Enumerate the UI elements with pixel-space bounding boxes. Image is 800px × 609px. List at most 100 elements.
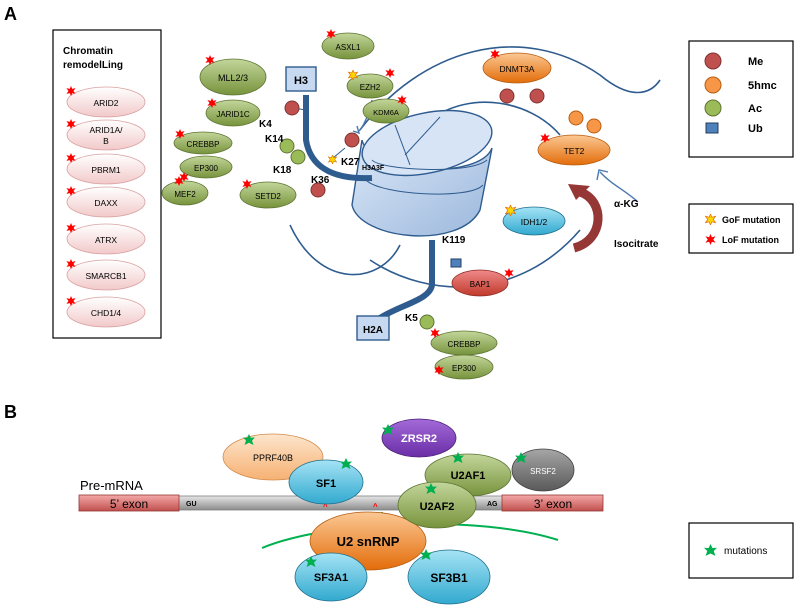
enzyme-crebbp: CREBBP [173, 129, 233, 155]
chromatin-item-smarcb1: SMARCB1 [66, 259, 146, 291]
chromatin-item-label: B [103, 136, 109, 146]
enzyme-ep300-h2a: EP300 [434, 354, 494, 380]
chromatin-remodelling-box: Chromatin remodelLing ARID2 ARID1A/ B PB… [52, 29, 162, 339]
factor-label: SF3A1 [314, 572, 348, 584]
enzyme-asxl1: ASXL1 [321, 29, 375, 60]
h3-tail: H3 [285, 66, 373, 182]
site-k14: K14 [265, 134, 284, 145]
gu-label: GU [186, 501, 197, 508]
chromatin-item-label: CHD1/4 [91, 308, 122, 318]
isocitrate-label: Isocitrate [614, 239, 659, 250]
enzyme-label: ASXL1 [336, 43, 361, 52]
legend-mutations-b: mutations [688, 522, 794, 579]
enzyme-mll23: MLL2/3 [199, 55, 267, 96]
panel-label-a: A [4, 4, 17, 24]
u2snrnp-label: U2 snRNP [337, 534, 400, 549]
me-mark-k36 [310, 182, 326, 198]
enzyme-label: BAP1 [470, 280, 491, 289]
legend-me: Me [748, 56, 763, 68]
enzyme-ep300: EP300 [179, 155, 233, 182]
enzyme-label: TET2 [564, 146, 585, 156]
enzyme-label: EP300 [452, 364, 477, 373]
factor-label: SRSF2 [530, 467, 556, 476]
legend-mutations: mutations [724, 546, 767, 557]
chromatin-title-1: Chromatin [63, 46, 113, 57]
legend-modifications: Me 5hmc Ac Ub [688, 40, 794, 158]
panel-label-b: B [4, 402, 17, 422]
factor-sf1: SF1 [288, 458, 364, 505]
enzyme-mef2: MEF2 [161, 176, 209, 206]
site-k36: K36 [311, 175, 330, 186]
factor-srsf2: SRSF2 [511, 448, 575, 492]
svg-text:^: ^ [373, 502, 378, 511]
site-k18: K18 [273, 165, 292, 176]
factor-label: SF3B1 [430, 571, 468, 585]
site-k119: K119 [442, 235, 466, 246]
h3-label: H3 [294, 75, 308, 87]
enzyme-idh12: IDH1/2 [502, 205, 566, 236]
enzyme-label: IDH1/2 [521, 217, 548, 227]
h2a-label: H2A [363, 325, 383, 336]
enzyme-label: MEF2 [174, 190, 196, 199]
site-h3a3f: H3A3F [362, 165, 385, 172]
chromatin-item-label: ATRX [95, 235, 117, 245]
h2a-modifications: K119 K5 [405, 235, 466, 330]
legend-ub: Ub [748, 123, 763, 135]
enzyme-jarid1c: JARID1C [205, 98, 261, 127]
ac-mark-k18 [290, 149, 306, 165]
enzyme-kdm6a: KDM6A [362, 95, 410, 124]
enzyme-label: CREBBP [448, 340, 481, 349]
chromatin-item-arid1a: ARID1A/ B [66, 119, 146, 151]
chromatin-item-label: SMARCB1 [85, 271, 126, 281]
me-mark-k4 [284, 100, 300, 116]
ac-mark-k14 [279, 138, 295, 154]
enzyme-label: KDM6A [373, 108, 399, 117]
chromatin-title-2: remodelLing [63, 60, 123, 71]
hmc-legend-icon [704, 76, 722, 94]
dna-marks [499, 88, 602, 134]
ac-legend-icon [704, 99, 722, 117]
exon-3-label: 3’ exon [534, 497, 572, 511]
factor-sf3a1: SF3A1 [294, 552, 368, 602]
legend-gof: GoF mutation [722, 215, 781, 225]
enzyme-tet2: TET2 [537, 133, 611, 166]
enzyme-label: SETD2 [255, 192, 281, 201]
enzyme-label: EP300 [194, 164, 219, 173]
me-mark-k27 [344, 132, 360, 148]
chromatin-item-atrx: ATRX [66, 223, 146, 255]
exon-5 [78, 494, 180, 512]
chromatin-item-pbrm1: PBRM1 [66, 153, 146, 185]
enzyme-label: EZH2 [360, 83, 381, 92]
enzyme-ezh2: EZH2 [346, 68, 395, 99]
ac-mark-k5 [419, 314, 435, 330]
enzyme-crebbp-h2a: CREBBP [430, 328, 498, 356]
chromatin-item-label: ARID1A/ [89, 125, 123, 135]
enzyme-label: JARID1C [216, 110, 250, 119]
ub-legend-icon [705, 122, 719, 134]
me-legend-icon [704, 52, 722, 70]
legend-5hmc: 5hmc [748, 80, 777, 92]
lof-star-icon [504, 268, 514, 278]
akg-cycle: α-KG Isocitrate [568, 184, 659, 253]
site-k27: K27 [341, 157, 360, 168]
exon-5-label: 5’ exon [110, 497, 148, 511]
factor-zrsr2: ZRSR2 [381, 418, 457, 458]
factor-label: U2AF2 [420, 501, 455, 513]
chromatin-item-label: PBRM1 [91, 165, 121, 175]
chromatin-item-label: DAXX [94, 198, 117, 208]
site-k5: K5 [405, 313, 418, 324]
akg-label: α-KG [614, 199, 639, 210]
lof-star-icon [385, 68, 395, 78]
chromatin-item-label: ARID2 [93, 98, 118, 108]
legend-lof: LoF mutation [722, 235, 779, 245]
factor-sf3b1: SF3B1 [407, 549, 491, 605]
factor-label: U2AF1 [451, 470, 486, 482]
factor-u2af2: U2AF2 [397, 481, 477, 529]
h3-modifications: K4 K14 K18 K27 H3A3F K36 [259, 100, 385, 198]
chromatin-item-chd14: CHD1/4 [66, 296, 146, 328]
ag-label: AG [487, 501, 498, 508]
pre-mrna-label: Pre-mRNA [80, 478, 143, 493]
legend-ac: Ac [748, 103, 762, 115]
enzyme-label: DNMT3A [500, 64, 535, 74]
